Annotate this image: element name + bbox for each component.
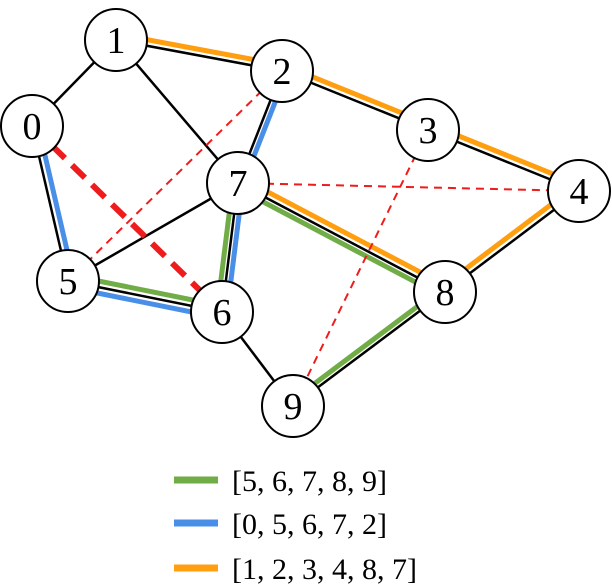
node-label: 3	[419, 110, 438, 152]
legend-item-1: [0, 5, 6, 7, 2]	[174, 508, 387, 541]
node-circle	[206, 151, 270, 215]
edge-7-8	[237, 181, 446, 294]
node-0: 0	[0, 94, 64, 158]
dashed-edge-0-6	[29, 123, 225, 315]
node-1: 1	[84, 8, 148, 72]
node-9: 9	[261, 374, 325, 438]
node-label: 6	[213, 292, 232, 334]
legend-label-0: [5, 6, 7, 8, 9]	[232, 465, 387, 498]
node-4: 4	[547, 159, 611, 223]
dashed-edge-7-4	[237, 182, 580, 192]
legend-item-2: [1, 2, 3, 4, 8, 7]	[174, 553, 417, 584]
node-6: 6	[190, 280, 254, 344]
node-label: 0	[23, 106, 42, 148]
node-label: 2	[273, 51, 292, 93]
path-2-segment	[239, 175, 449, 289]
legend-item-0: [5, 6, 7, 8, 9]	[174, 465, 387, 498]
node-2: 2	[250, 39, 314, 103]
node-7: 7	[206, 151, 270, 215]
node-circle	[190, 280, 254, 344]
dashed-edges	[29, 70, 580, 407]
node-label: 8	[436, 272, 455, 314]
node-circle	[250, 39, 314, 103]
highlighted-paths	[35, 31, 583, 404]
node-label: 9	[284, 386, 303, 428]
node-circle	[396, 98, 460, 162]
dashed-edge-2-5	[67, 70, 283, 282]
node-circle	[413, 260, 477, 324]
node-8: 8	[413, 260, 477, 324]
node-3: 3	[396, 98, 460, 162]
path-0-segment	[234, 185, 444, 299]
node-label: 1	[107, 20, 126, 62]
dashed-edge-3-9	[292, 129, 429, 407]
legend-label-2: [1, 2, 3, 4, 8, 7]	[232, 553, 417, 584]
node-circle	[261, 374, 325, 438]
node-circle	[36, 249, 100, 313]
node-5: 5	[36, 249, 100, 313]
node-circle	[0, 94, 64, 158]
node-circle	[84, 8, 148, 72]
graph-nodes: 0 1 2 3 4 5 6 7 8 9	[0, 8, 611, 438]
node-label: 4	[570, 171, 589, 213]
edge-5-7	[67, 181, 239, 283]
node-circle	[547, 159, 611, 223]
node-label: 5	[59, 261, 78, 303]
legend: [5, 6, 7, 8, 9] [0, 5, 6, 7, 2] [1, 2, 3…	[174, 465, 417, 584]
node-label: 7	[229, 163, 248, 205]
legend-label-1: [0, 5, 6, 7, 2]	[232, 508, 387, 541]
path-0-segment	[288, 286, 444, 404]
